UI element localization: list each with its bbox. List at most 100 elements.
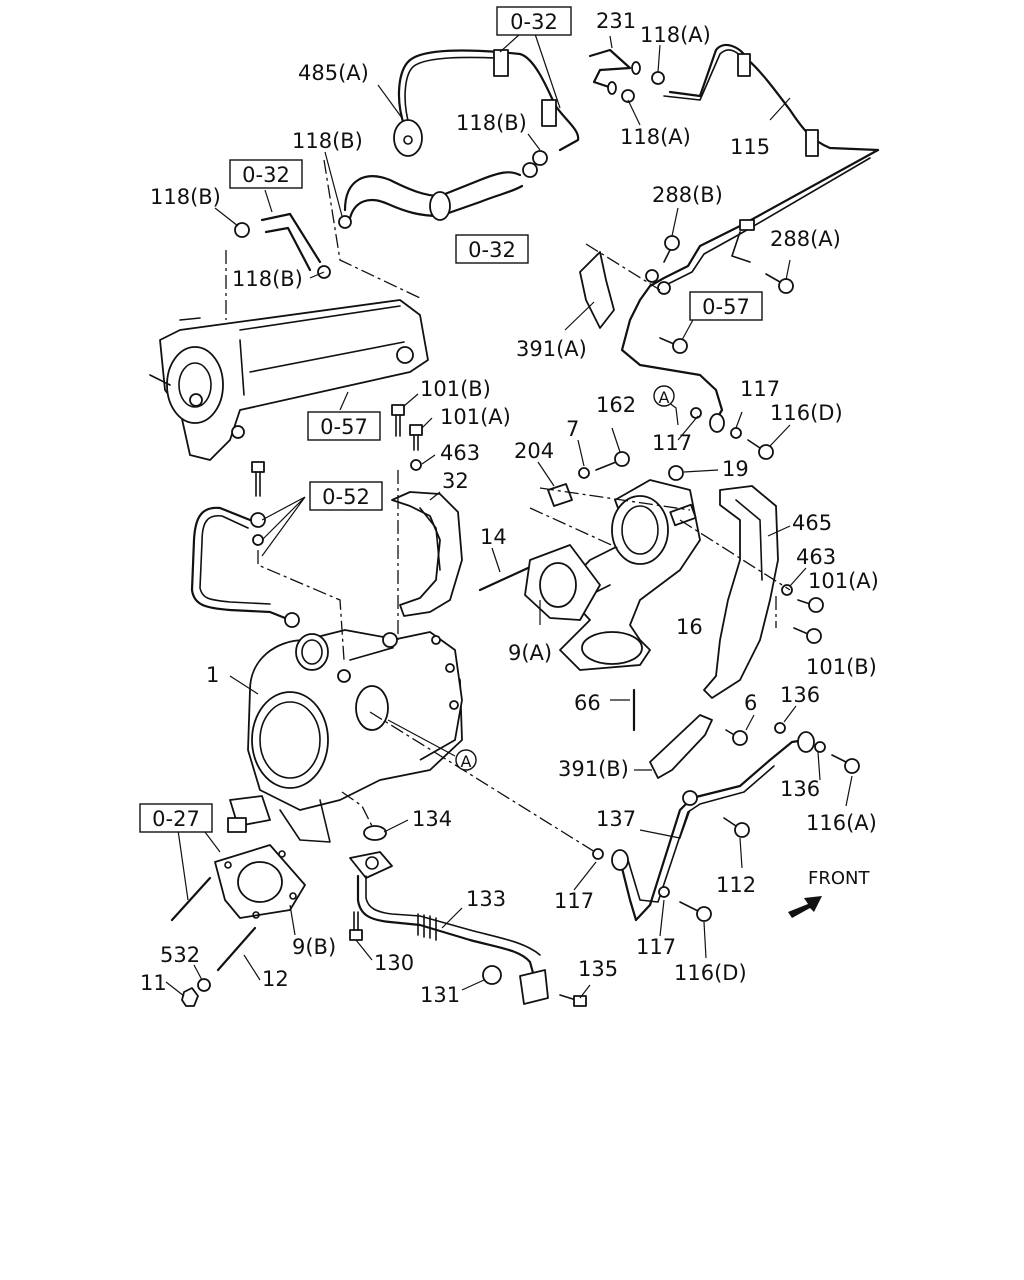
- part-label: 134: [412, 807, 452, 831]
- bolt-116d-2: [679, 901, 712, 922]
- water-pipe-137: [611, 731, 815, 922]
- bolt-101a-2: [797, 597, 824, 613]
- part-label: 118(A): [640, 23, 711, 47]
- oil-pipe-485a: [393, 49, 580, 166]
- water-pipe-upper-right: [620, 148, 880, 433]
- part-label: 117: [652, 431, 692, 455]
- bolt-116a: [831, 754, 860, 774]
- part-label: 130: [374, 951, 414, 975]
- oil-return-pipe-133: [349, 851, 549, 1005]
- oil-feed-pipe: [190, 461, 300, 628]
- ref-box-text: 0-32: [242, 163, 290, 187]
- washer-117-4: [658, 886, 670, 898]
- phantom-line: [341, 791, 373, 827]
- part-label: 137: [596, 807, 636, 831]
- ref-box: 0-57: [689, 291, 763, 321]
- phantom-line: [369, 711, 596, 853]
- gasket-9b: [214, 844, 306, 919]
- part-label: 135: [578, 957, 618, 981]
- part-label: 117: [554, 889, 594, 913]
- part-label: 463: [796, 545, 836, 569]
- part-label: 1: [206, 663, 219, 687]
- part-label: 463: [440, 441, 480, 465]
- ref-circle-a-1: A: [653, 385, 675, 407]
- part-label: 7: [566, 417, 579, 441]
- phantom-line: [679, 519, 791, 591]
- part-label: 101(B): [806, 655, 877, 679]
- part-label: 118(B): [150, 185, 221, 209]
- ref-box: 0-32: [496, 6, 572, 36]
- exhaust-manifold-16: [559, 479, 701, 671]
- hose-small-left: [234, 212, 331, 279]
- ref-circle-a-2-text: A: [461, 752, 472, 771]
- ref-box: 0-27: [139, 803, 213, 833]
- bolt-101b: [391, 404, 405, 437]
- part-label: 288(B): [652, 183, 723, 207]
- washer-117-2: [690, 407, 702, 419]
- water-pipe-115: [621, 43, 880, 157]
- ref-box-text: 0-57: [702, 295, 750, 319]
- bolt-288a: [765, 273, 794, 294]
- part-label: 115: [730, 135, 770, 159]
- phantom-line: [529, 487, 691, 549]
- nut-11: [181, 987, 199, 1007]
- ref-box: 0-32: [229, 159, 303, 189]
- stud-12: [216, 926, 257, 972]
- phantom-line: [323, 159, 421, 299]
- part-label: 6: [744, 691, 757, 715]
- part-label: 118(B): [232, 267, 303, 291]
- part-label: 136: [780, 683, 820, 707]
- bracket-391a: [579, 251, 615, 329]
- bolt-0-57: [659, 337, 688, 354]
- heat-shield-465: [703, 485, 779, 699]
- part-label: 136: [780, 777, 820, 801]
- part-label: 231: [596, 9, 636, 33]
- phantom-line: [585, 243, 661, 291]
- part-label: 288(A): [770, 227, 841, 251]
- stud-0-27: [170, 876, 212, 922]
- part-label: 19: [722, 457, 749, 481]
- washer-463-2: [781, 584, 793, 596]
- front-indicator: FRONT: [788, 868, 870, 918]
- part-label: 391(B): [558, 757, 629, 781]
- bracket-391b: [649, 714, 713, 779]
- washer-532: [197, 978, 211, 992]
- ref-box-text: 0-32: [510, 10, 558, 34]
- part-label: 116(D): [770, 401, 843, 425]
- part-label: 14: [480, 525, 507, 549]
- part-label: 101(B): [420, 377, 491, 401]
- ref-box: 0-57: [307, 411, 381, 441]
- ref-circle-a-2: A: [387, 719, 477, 771]
- part-label: 9(B): [292, 935, 336, 959]
- part-label: 117: [636, 935, 676, 959]
- bolt-288b: [663, 235, 680, 263]
- front-arrow-icon: [788, 896, 822, 918]
- washer-136-1: [774, 722, 786, 734]
- part-label: 101(A): [440, 405, 511, 429]
- stud-14: [478, 566, 530, 592]
- bolt-135: [559, 994, 587, 1007]
- washer-7: [578, 467, 590, 479]
- bolt-112: [723, 817, 750, 838]
- ref-box-text: 0-27: [152, 807, 200, 831]
- part-label: 112: [716, 873, 756, 897]
- part-label: 101(A): [808, 569, 879, 593]
- part-label: 118(B): [292, 129, 363, 153]
- oring-134: [363, 825, 387, 841]
- hose-231: [588, 48, 641, 95]
- part-label: 532: [160, 943, 200, 967]
- heat-shield-32: [391, 491, 463, 617]
- nut-19: [668, 465, 684, 481]
- phantom-line: [257, 550, 345, 661]
- ref-box: 0-52: [309, 481, 383, 511]
- part-label: 12: [262, 967, 289, 991]
- leader-lines: [165, 33, 853, 999]
- part-label: 204: [514, 439, 554, 463]
- spacer-204: [547, 483, 573, 507]
- part-label: 391(A): [516, 337, 587, 361]
- egr-cooler: [149, 299, 429, 461]
- ref-box-text: 0-57: [320, 415, 368, 439]
- part-label: 133: [466, 887, 506, 911]
- turbocharger-1: [227, 629, 463, 843]
